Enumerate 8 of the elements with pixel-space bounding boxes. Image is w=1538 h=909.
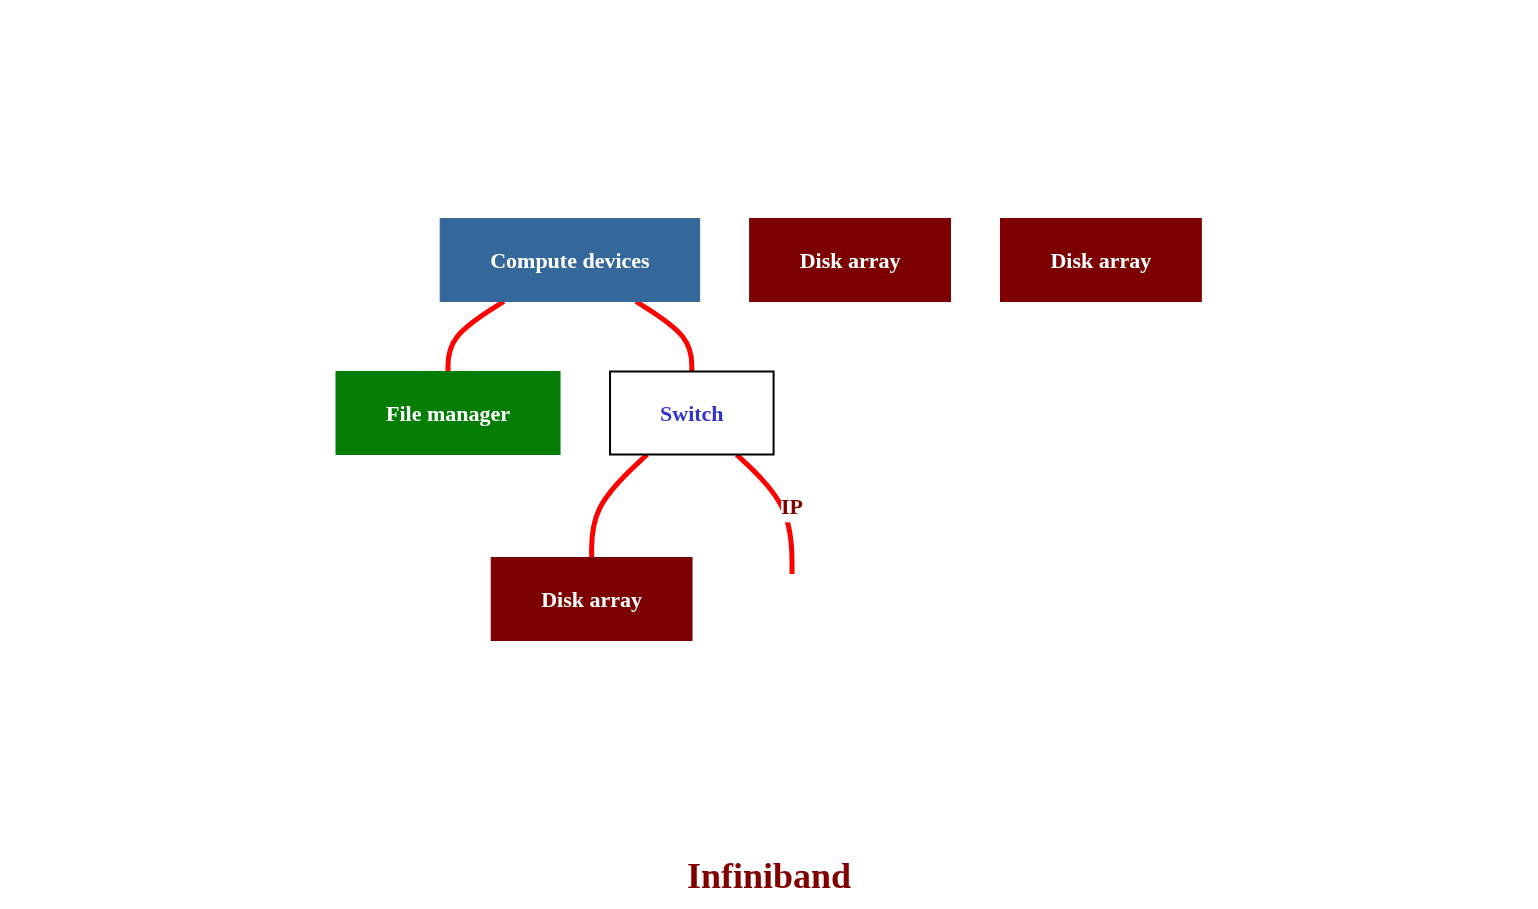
node-box: Disk array [1000,218,1203,302]
node-box: Disk array [749,218,952,302]
node-box: Disk array [491,557,693,641]
node-box: Compute devices [440,218,701,302]
node-box: Switch [609,370,775,456]
note-label: Infiniband [686,855,852,897]
node-box: File manager [335,371,561,455]
edge-label: IP [781,493,804,519]
